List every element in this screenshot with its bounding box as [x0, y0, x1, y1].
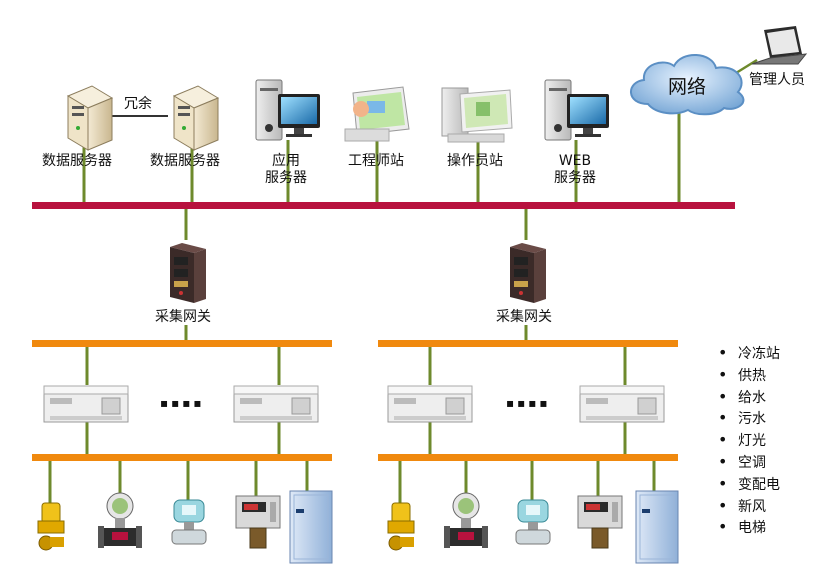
operator-station-label: 操作员站 [447, 153, 503, 169]
server-icon [172, 85, 220, 151]
workstation-icon [544, 79, 609, 141]
engineer-station-icon [344, 86, 410, 142]
app-server-label: 应用 服务器 [258, 153, 314, 187]
cloud-icon [630, 53, 745, 116]
gateway-label: 采集网关 [155, 309, 211, 325]
cabinet-icon [289, 490, 333, 564]
redundant-label: 冗余 [124, 96, 152, 112]
subsystem-item: 冷冻站 [718, 343, 780, 365]
subsystem-item: 灯光 [718, 430, 780, 452]
subsystem-item: 供热 [718, 365, 780, 387]
flowmeter-icon [98, 492, 142, 548]
controller-ellipsis: ▪▪▪▪ [160, 396, 205, 410]
operator-station-icon [441, 87, 513, 143]
controller-icon [43, 385, 129, 423]
controller-ellipsis: ▪▪▪▪ [506, 396, 551, 410]
laptop-icon [751, 26, 808, 65]
subsystem-list: 冷冻站 供热 给水 污水 灯光 空调 变配电 新风 电梯 [718, 343, 780, 539]
db-server-label: 数据服务器 [150, 153, 220, 169]
web-server-label: WEB 服务器 [547, 153, 603, 187]
field-bus-right-lower [378, 454, 678, 461]
transmitter-icon [515, 499, 551, 545]
meter-icon [577, 495, 623, 549]
subsystem-item: 给水 [718, 387, 780, 409]
controller-icon [387, 385, 473, 423]
workstation-icon [255, 79, 320, 141]
field-bus-left-upper [32, 340, 332, 347]
controller-icon [579, 385, 665, 423]
transmitter-icon [171, 499, 207, 545]
app-server-label-line2: 服务器 [265, 170, 307, 186]
meter-icon [235, 495, 281, 549]
engineer-station-label: 工程师站 [348, 153, 404, 169]
subsystem-item: 变配电 [718, 474, 780, 496]
web-server-label-line2: 服务器 [554, 170, 596, 186]
subsystem-item: 新风 [718, 496, 780, 518]
field-bus-left-lower [32, 454, 332, 461]
gateway-label: 采集网关 [496, 309, 552, 325]
server-icon [66, 85, 114, 151]
db-server-label: 数据服务器 [42, 153, 112, 169]
admin-label: 管理人员 [749, 72, 805, 88]
valve-actuator-icon [387, 502, 415, 551]
cabinet-icon [635, 490, 679, 564]
field-bus-right-upper [378, 340, 678, 347]
flowmeter-icon [444, 492, 488, 548]
subsystem-item: 空调 [718, 452, 780, 474]
controller-icon [233, 385, 319, 423]
main-bus [32, 202, 735, 209]
network-label: 网络 [668, 76, 707, 98]
subsystem-item: 污水 [718, 408, 780, 430]
subsystem-item: 电梯 [718, 517, 780, 539]
web-server-label-line1: WEB [558, 153, 592, 169]
valve-actuator-icon [37, 502, 65, 551]
gateway-icon [170, 243, 206, 303]
app-server-label-line1: 应用 [272, 153, 300, 169]
links [48, 58, 758, 505]
gateway-icon [510, 243, 546, 303]
